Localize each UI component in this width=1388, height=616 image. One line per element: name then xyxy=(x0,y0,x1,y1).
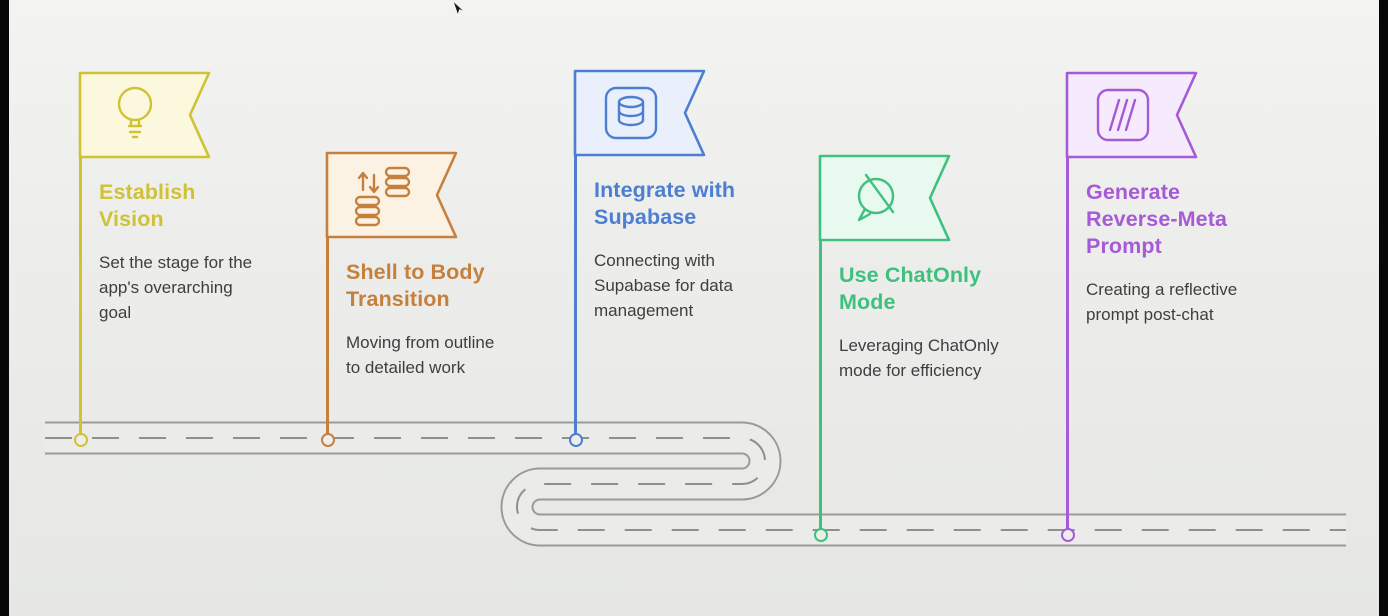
road-pin-circle xyxy=(569,433,583,447)
flag-pole xyxy=(819,157,822,536)
database-icon xyxy=(604,86,658,140)
letterbox-right-bar xyxy=(1379,0,1388,616)
prompt-chevrons-icon xyxy=(1096,88,1150,142)
milestone-title: Integrate with Supabase xyxy=(594,178,736,229)
flag-banner xyxy=(78,71,211,159)
mouse-pointer-icon xyxy=(452,1,466,17)
road-pin-circle xyxy=(814,528,828,542)
chat-disabled-icon xyxy=(857,173,895,222)
road-pin-circle xyxy=(321,433,335,447)
flag-pole xyxy=(1066,74,1069,536)
letterbox-left-bar xyxy=(0,0,9,616)
milestone-description: Set the stage for the app's overarching … xyxy=(99,253,253,322)
flag-pole xyxy=(79,74,82,441)
flag-banner xyxy=(573,69,706,157)
milestone-description: Creating a reflective prompt post-chat xyxy=(1086,280,1238,324)
data-transfer-icon xyxy=(354,166,411,227)
lightbulb-icon xyxy=(117,86,153,139)
flag-banner xyxy=(818,154,951,242)
milestone-title: Use ChatOnly Mode xyxy=(839,263,982,314)
milestone-title: Generate Reverse-Meta Prompt xyxy=(1086,180,1228,258)
flag-banner xyxy=(325,151,458,239)
milestone-description: Moving from outline to detailed work xyxy=(346,333,495,377)
flag-pole xyxy=(574,72,577,441)
milestone-description: Leveraging ChatOnly mode for efficiency xyxy=(839,336,999,380)
milestone-title: Shell to Body Transition xyxy=(346,260,485,311)
road-pin-circle xyxy=(1061,528,1075,542)
road-pin-circle xyxy=(74,433,88,447)
milestone-title: Establish Vision xyxy=(99,180,196,231)
flag-banner xyxy=(1065,71,1198,159)
milestone-description: Connecting with Supabase for data manage… xyxy=(594,251,733,320)
flag-pole xyxy=(326,154,329,441)
